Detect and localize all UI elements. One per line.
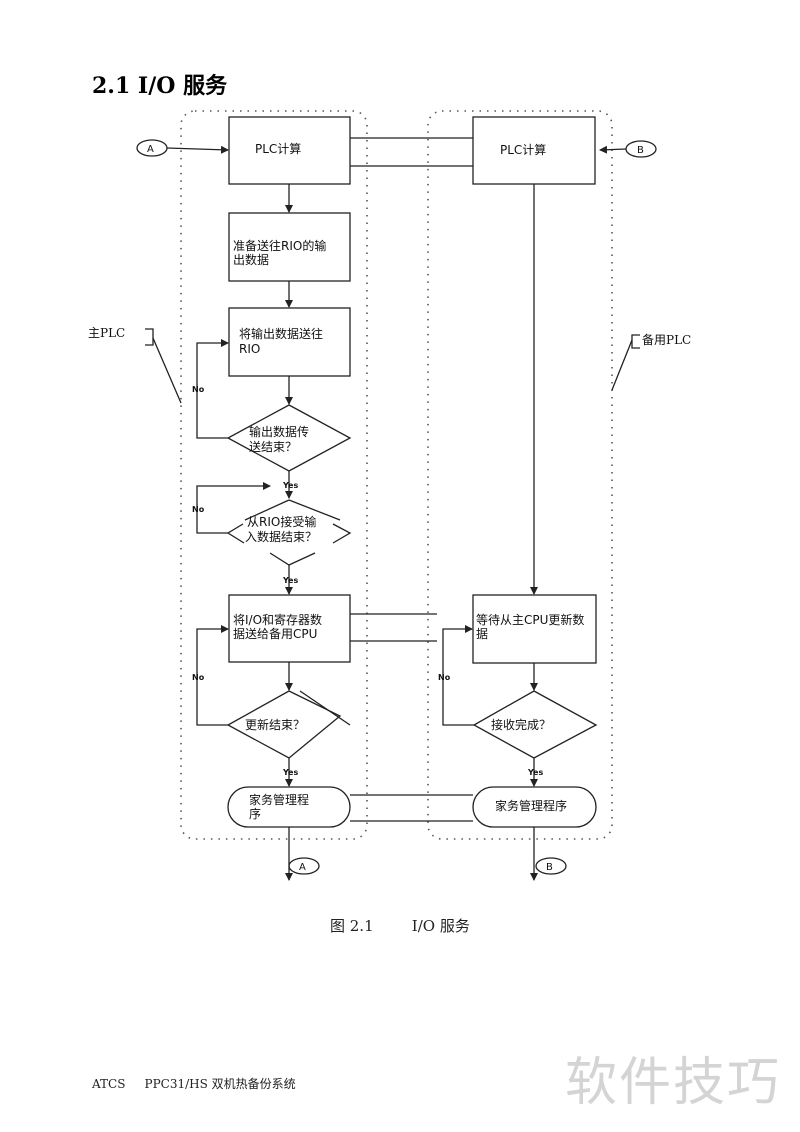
main-housekeeping-text-2: 序 bbox=[249, 806, 261, 821]
wait-update-text-2: 据 bbox=[476, 627, 488, 641]
backup-plc-bracket bbox=[631, 334, 640, 349]
no-label-4: No bbox=[438, 673, 451, 682]
figure-number: 图 2.1 bbox=[330, 917, 374, 935]
connector-b-in-label: B bbox=[637, 145, 644, 156]
no-loop-1 bbox=[196, 339, 229, 439]
yes-label-2: Yes bbox=[282, 576, 298, 585]
arrow-a-to-plc-calc bbox=[166, 145, 229, 154]
connector-b-out-label: B bbox=[546, 862, 553, 873]
receive-input-text-2: 入数据结束？ bbox=[245, 529, 317, 544]
yes-label-4: Yes bbox=[527, 768, 543, 777]
connector-a-in-label: A bbox=[147, 144, 154, 155]
no-loop-3 bbox=[196, 625, 229, 726]
no-label-3: No bbox=[192, 673, 205, 682]
no-label-2: No bbox=[192, 505, 205, 514]
backup-plc-leader bbox=[611, 339, 633, 391]
update-done-text: 更新结束？ bbox=[245, 717, 305, 732]
backup-plc-label: 备用PLC bbox=[642, 333, 691, 347]
yes-label-3: Yes bbox=[282, 768, 298, 777]
yes-label-1: Yes bbox=[282, 481, 298, 490]
prepare-output-text-1: 准备送往RIO的输 bbox=[233, 238, 326, 253]
output-done-text-2: 送结束？ bbox=[249, 439, 297, 454]
send-to-backup-text-1: 将I/O和寄存器数 bbox=[233, 612, 322, 627]
prepare-output-text-2: 出数据 bbox=[233, 252, 269, 267]
send-to-backup-text-2: 据送给备用CPU bbox=[233, 626, 317, 641]
no-loop-2 bbox=[196, 482, 271, 534]
watermark: 软件技巧 bbox=[565, 1053, 782, 1113]
receive-input-text-1: 从RIO接受输 bbox=[247, 514, 316, 529]
receive-done-text: 接收完成？ bbox=[491, 717, 551, 732]
footer-system: PPC31/HS 双机热备份系统 bbox=[144, 1077, 296, 1091]
wait-update-box bbox=[472, 594, 597, 664]
connector-a-out bbox=[288, 857, 320, 875]
no-loop-backup bbox=[442, 625, 474, 726]
section-title: 2.1 I/O 服务 bbox=[92, 73, 228, 99]
backup-housekeeping-text: 家务管理程序 bbox=[495, 798, 567, 813]
figure-caption: 图 2.1 I/O 服务 bbox=[330, 915, 470, 936]
backup-plc-calc-text: PLC计算 bbox=[500, 142, 546, 157]
main-plc-calc-text: PLC计算 bbox=[255, 141, 301, 156]
send-output-text-1: 将输出数据送往 bbox=[239, 326, 323, 341]
main-plc-leader bbox=[152, 337, 182, 404]
update-done-diamond-right bbox=[299, 690, 351, 726]
figure-title: I/O 服务 bbox=[411, 917, 470, 935]
footer-org: ATCS bbox=[92, 1077, 126, 1091]
connector-a-out-label: A bbox=[299, 862, 306, 873]
main-housekeeping-text-1: 家务管理程 bbox=[249, 792, 309, 807]
main-plc-label: 主PLC bbox=[88, 326, 125, 340]
wait-update-text-1: 等待从主CPU更新数 bbox=[476, 612, 584, 627]
page-footer: ATCS PPC31/HS 双机热备份系统 bbox=[92, 1075, 296, 1092]
connector-b-out bbox=[535, 857, 567, 875]
output-done-text-1: 输出数据传 bbox=[249, 424, 309, 439]
main-plc-bracket bbox=[145, 328, 154, 346]
send-output-text-2: RIO bbox=[239, 342, 260, 356]
arrow-b-to-plc-calc bbox=[599, 145, 627, 154]
no-label-1: No bbox=[192, 385, 205, 394]
